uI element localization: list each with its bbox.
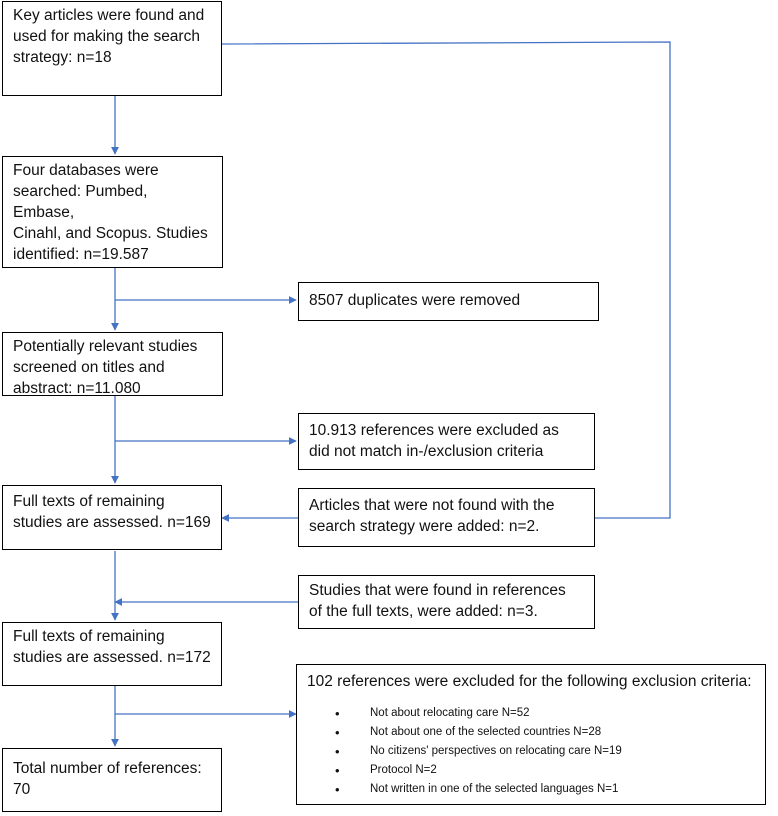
exclusion-item: Protocol N=2 <box>335 761 755 780</box>
full-texts-2-box: Full texts of remaining studies are asse… <box>2 622 222 686</box>
full-texts-2-text: Full texts of remaining studies are asse… <box>13 628 211 666</box>
excluded-criteria-text: 10.913 references were excluded as did n… <box>309 422 559 460</box>
duplicates-box: 8507 duplicates were removed <box>298 282 599 321</box>
duplicates-text: 8507 duplicates were removed <box>309 292 521 309</box>
screened-text: Potentially relevant studies screened on… <box>13 338 198 397</box>
exclusion-item: Not written in one of the selected langu… <box>335 780 755 799</box>
connector-key-to-added <box>221 41 671 519</box>
key-articles-box: Key articles were found and used for mak… <box>2 1 222 96</box>
refs-added-text: Studies that were found in references of… <box>309 582 566 620</box>
not-found-added-box: Articles that were not found with the se… <box>298 488 595 547</box>
full-texts-1-box: Full texts of remaining studies are asse… <box>2 485 222 550</box>
full-texts-1-text: Full texts of remaining studies are asse… <box>13 493 211 531</box>
refs-added-box: Studies that were found in references of… <box>298 575 595 629</box>
total-box: Total number of references: 70 <box>2 748 222 812</box>
not-found-added-text: Articles that were not found with the se… <box>309 497 555 535</box>
exclusion-item: No citizens' perspectives on relocating … <box>335 742 755 761</box>
exclusion-list: Not about relocating care N=52 Not about… <box>307 704 755 799</box>
excluded-criteria-box: 10.913 references were excluded as did n… <box>298 413 595 470</box>
exclusion-item: Not about relocating care N=52 <box>335 704 755 723</box>
databases-box: Four databases were searched: Pumbed, Em… <box>2 156 223 268</box>
exclusion-item: Not about one of the selected countries … <box>335 723 755 742</box>
key-articles-text: Key articles were found and used for mak… <box>13 7 205 66</box>
databases-text: Four databases were searched: Pumbed, Em… <box>13 162 208 263</box>
screened-box: Potentially relevant studies screened on… <box>2 332 223 397</box>
exclusion-box: 102 references were excluded for the fol… <box>296 664 766 805</box>
exclusion-title: 102 references were excluded for the fol… <box>307 673 752 690</box>
total-text: Total number of references: 70 <box>13 760 202 798</box>
